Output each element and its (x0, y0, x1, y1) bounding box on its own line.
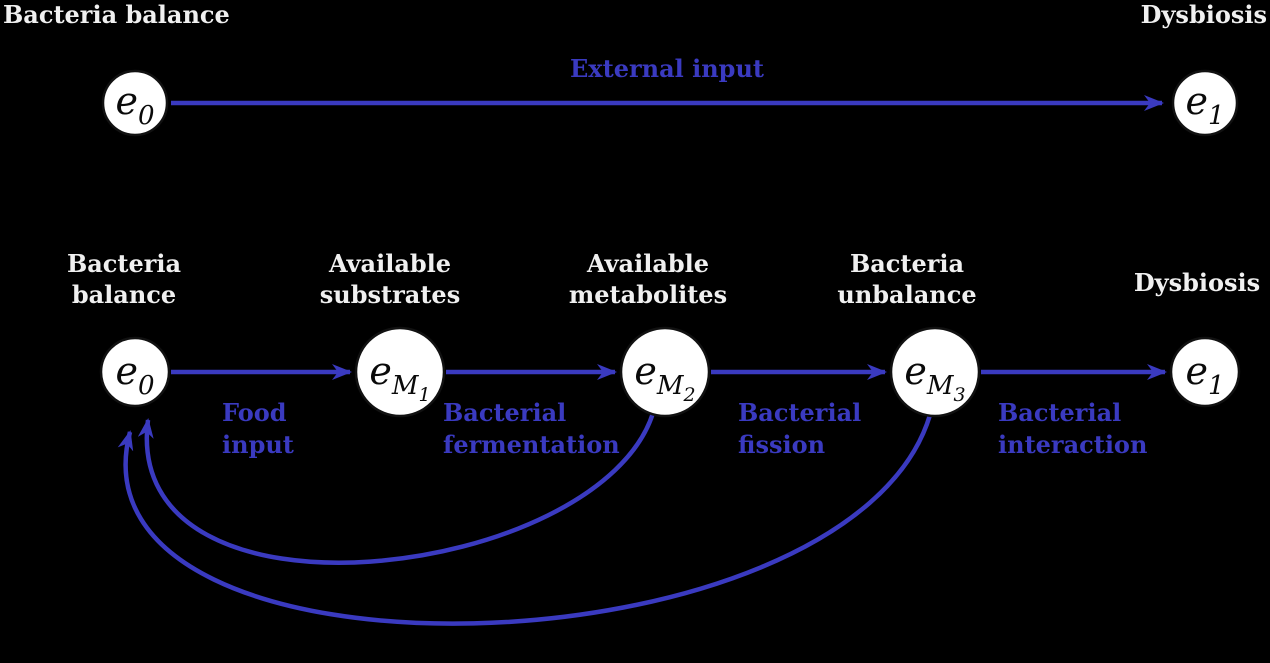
feedback-arrow-em3-to-e0 (117, 414, 933, 626)
node-em1 (354, 326, 446, 418)
top-e0-symbol: e (115, 79, 138, 123)
edge-label-fermentation-line1: Bacterial (443, 398, 566, 427)
node-title-unbalance-line1: Bacteria (850, 249, 964, 278)
node-title-unbalance-line2: unbalance (837, 280, 976, 309)
node-em3 (889, 326, 981, 418)
em3-subsubscript: 3 (954, 384, 966, 406)
top-e1-symbol: e (1185, 79, 1208, 123)
node-em1-label: eM1 (369, 349, 430, 406)
top-e0-subscript: 0 (138, 101, 155, 131)
node-title-substrates-line2: substrates (320, 280, 460, 309)
node-title-metabolites-line2: metabolites (569, 280, 727, 309)
top-node-e1 (1171, 69, 1239, 137)
top-node-e1-label: e1 (1185, 79, 1224, 131)
top-node-e0 (101, 69, 169, 137)
node-e0-label: e0 (115, 349, 154, 401)
e1-subscript: 1 (1208, 371, 1225, 401)
e0-subscript: 0 (138, 371, 155, 401)
e1-symbol: e (1185, 349, 1208, 393)
external-input-edge-label: External input (570, 54, 764, 83)
em3-symbol: e (904, 349, 927, 393)
node-em2-label: eM2 (634, 349, 695, 406)
em2-subscript: M (656, 371, 685, 401)
top-e1-subscript: 1 (1208, 101, 1225, 131)
node-title-bacteria-line2: balance (72, 280, 176, 309)
edge-label-fermentation-line2: fermentation (443, 430, 620, 459)
edge-label-fission-line2: fission (738, 430, 825, 459)
e0-symbol: e (115, 349, 138, 393)
top-left-node-title: Bacteria balance (3, 0, 230, 29)
node-title-dysbiosis: Dysbiosis (1134, 268, 1260, 297)
node-e0 (99, 336, 171, 408)
node-e1-label: e1 (1185, 349, 1224, 401)
top-node-e0-label: e0 (115, 79, 154, 131)
em1-subsubscript: 1 (419, 384, 431, 406)
em3-subscript: M (926, 371, 955, 401)
em2-subsubscript: 2 (683, 384, 696, 406)
em1-symbol: e (369, 349, 392, 393)
node-title-metabolites-line1: Available (586, 249, 709, 278)
node-em3-label: eM3 (904, 349, 965, 406)
edge-label-interaction-line2: interaction (998, 430, 1147, 459)
edge-label-food-line2: input (222, 430, 294, 459)
top-right-node-title: Dysbiosis (1141, 0, 1267, 29)
edge-label-food-line1: Food (222, 398, 287, 427)
node-em2 (619, 326, 711, 418)
node-title-substrates-line1: Available (328, 249, 451, 278)
node-title-bacteria-line1: Bacteria (67, 249, 181, 278)
edge-label-fission-line1: Bacterial (738, 398, 861, 427)
node-e1 (1169, 336, 1241, 408)
edge-label-interaction-line1: Bacterial (998, 398, 1121, 427)
feedback-arrow-em2-to-e0 (137, 412, 656, 565)
em2-symbol: e (634, 349, 657, 393)
em1-subscript: M (391, 371, 420, 401)
